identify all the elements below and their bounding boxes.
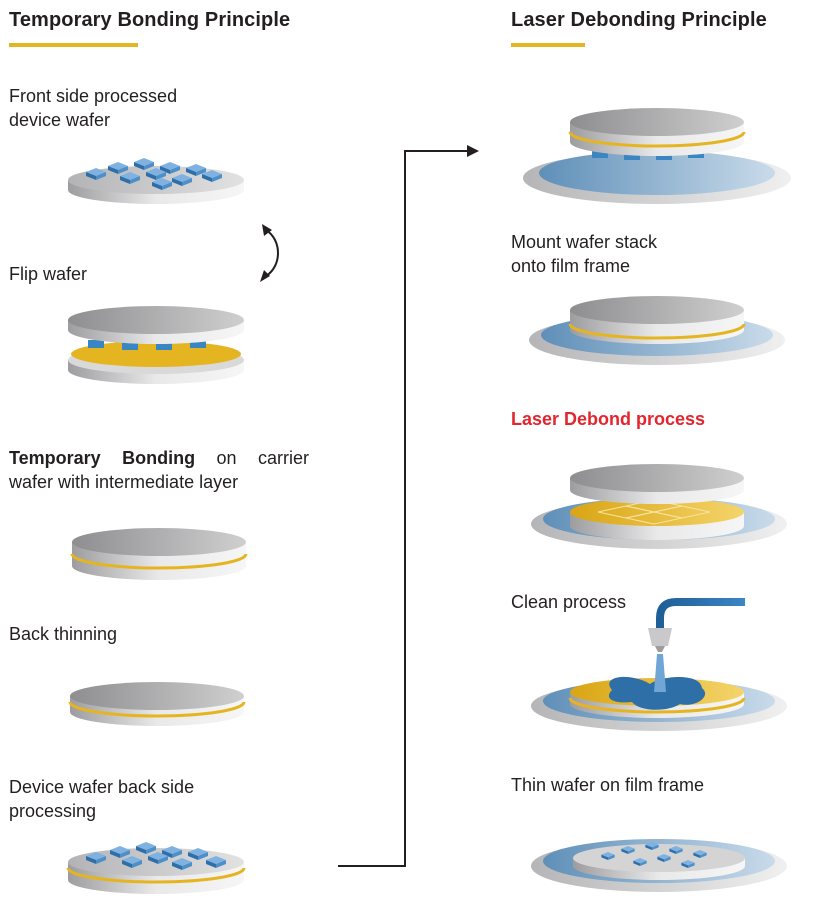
thin-wafer-frame-illustration — [531, 839, 787, 892]
step-mount-line2: onto film frame — [511, 256, 631, 276]
right-heading-underline — [511, 43, 585, 47]
step-mount-line1: Mount wafer stack — [511, 232, 658, 252]
step-bond-bold: Temporary Bonding — [9, 448, 196, 468]
right-heading: Laser Debonding Principle — [511, 9, 767, 31]
step-front-line1: Front side processed — [9, 86, 178, 106]
device-wafer-illustration — [68, 158, 244, 204]
step-bond-rest: on carrier — [216, 448, 309, 468]
step-back-line2: processing — [9, 801, 97, 821]
step-back-line1: Device wafer back side — [9, 777, 195, 797]
thinned-stack-illustration — [68, 682, 246, 726]
connector-arrow — [338, 145, 479, 867]
step-flip: Flip wafer — [9, 264, 88, 284]
step-bond-line1: Temporary Bonding on carrier — [9, 446, 309, 470]
mount-illustration — [523, 108, 791, 204]
left-heading: Temporary Bonding Principle — [9, 9, 291, 31]
step-clean: Clean process — [511, 592, 627, 612]
bonded-stack-illustration — [70, 528, 248, 580]
step-thin: Back thinning — [9, 624, 118, 644]
laser-debond-illustration — [531, 464, 787, 549]
nozzle-icon — [648, 598, 745, 692]
step-thin-on-frame: Thin wafer on film frame — [511, 775, 705, 795]
step-bond-line2: wafer with intermediate layer — [9, 472, 239, 492]
left-heading-underline — [9, 43, 138, 47]
stack-on-frame-illustration — [529, 296, 785, 365]
backside-processed-illustration — [66, 842, 246, 894]
step-front-line2: device wafer — [9, 110, 111, 130]
flip-wafer-illustration — [68, 306, 244, 384]
flip-arrow-icon — [260, 224, 279, 282]
clean-process-illustration — [531, 676, 787, 731]
step-laser-debond: Laser Debond process — [511, 409, 706, 429]
